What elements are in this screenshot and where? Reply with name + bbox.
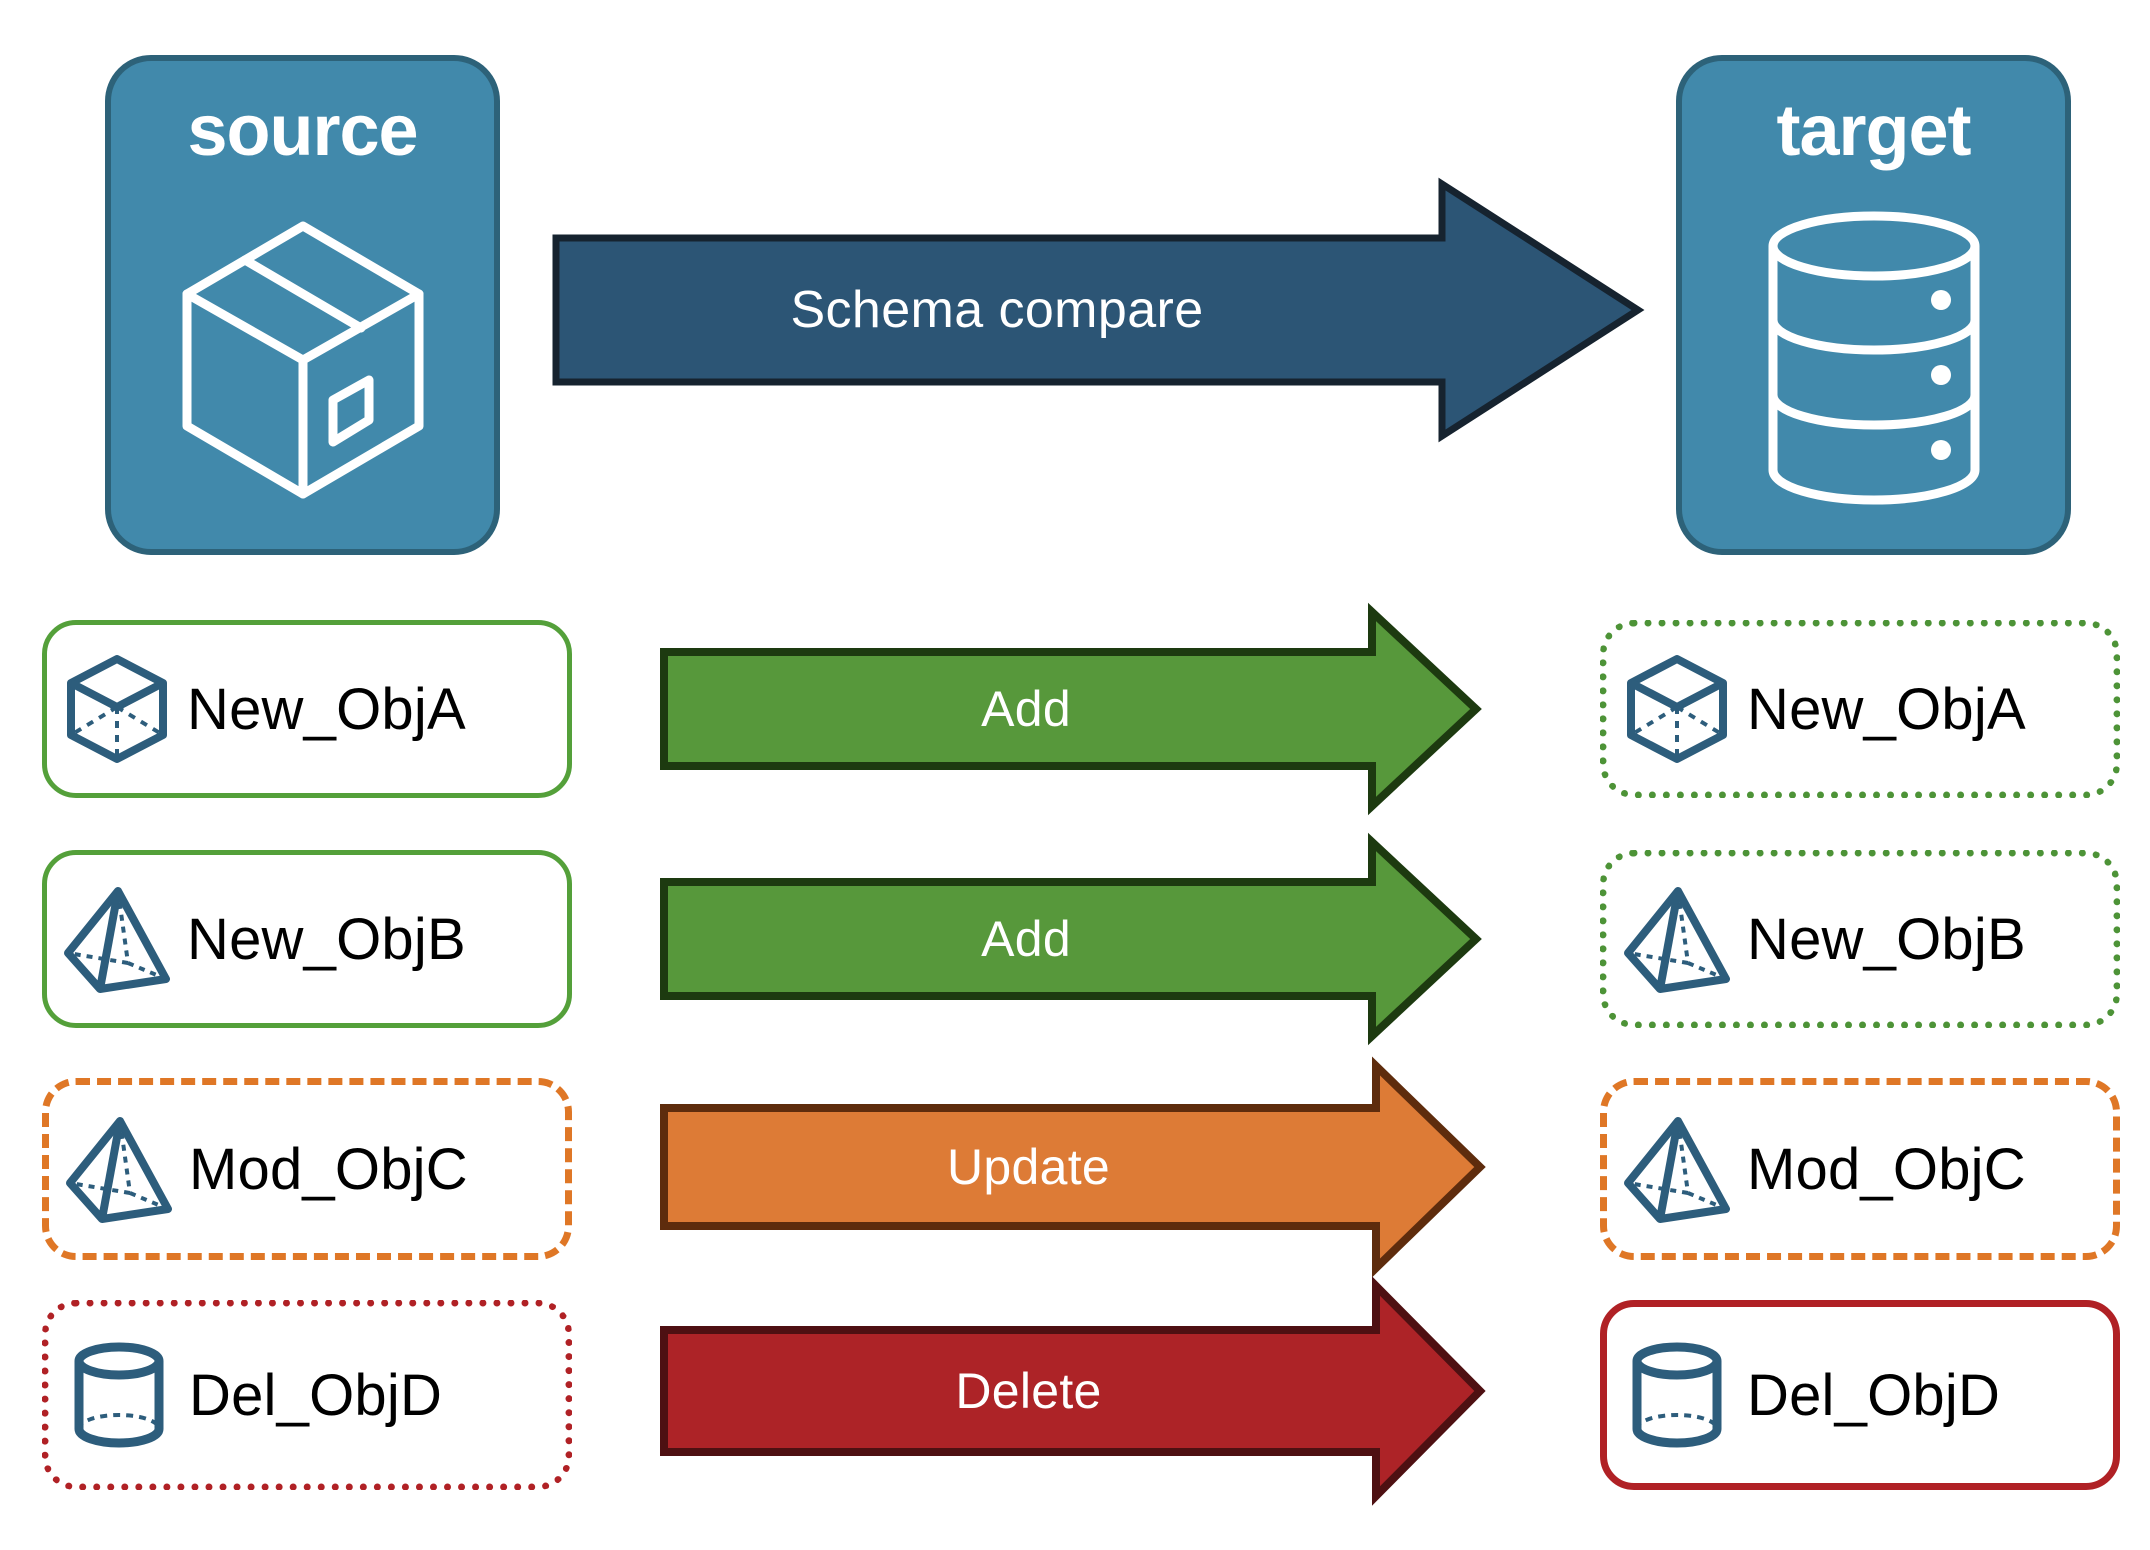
target-object-label: Del_ObjD (1747, 1362, 2001, 1428)
wireframe-cylinder-icon (49, 1339, 189, 1451)
add-arrow: Add (660, 832, 1482, 1046)
source-object-label: New_ObjB (187, 906, 466, 972)
update-arrow: Update (660, 1056, 1486, 1278)
source-object-card[interactable]: Del_ObjD (42, 1300, 572, 1490)
source-object-label: New_ObjA (187, 676, 466, 742)
target-object-card[interactable]: Del_ObjD (1600, 1300, 2120, 1490)
delete-arrow: Delete (660, 1276, 1486, 1506)
delete-arrow-label: Delete (955, 1363, 1102, 1419)
source-object-card[interactable]: New_ObjA (42, 620, 572, 798)
add-arrow-label: Add (981, 681, 1071, 737)
source-endpoint-card[interactable]: source (105, 55, 500, 555)
wireframe-cube-icon (47, 653, 187, 765)
target-object-card[interactable]: New_ObjB (1600, 850, 2120, 1028)
wireframe-pyramid-icon (49, 1113, 189, 1225)
target-object-card[interactable]: New_ObjA (1600, 620, 2120, 798)
target-object-label: Mod_ObjC (1747, 1136, 2026, 1202)
compare-row: Del_ObjD Delete Del_ObjD (0, 1276, 2150, 1506)
wireframe-pyramid-icon (1607, 883, 1747, 995)
wireframe-pyramid-icon (1607, 1113, 1747, 1225)
target-endpoint-card[interactable]: target (1676, 55, 2071, 555)
add-arrow-label: Add (981, 911, 1071, 967)
package-box-icon (111, 167, 494, 549)
add-arrow: Add (660, 602, 1482, 816)
source-object-card[interactable]: New_ObjB (42, 850, 572, 1028)
target-object-label: New_ObjB (1747, 906, 2026, 972)
target-object-card[interactable]: Mod_ObjC (1600, 1078, 2120, 1260)
wireframe-cylinder-icon (1607, 1339, 1747, 1451)
source-object-card[interactable]: Mod_ObjC (42, 1078, 572, 1260)
wireframe-pyramid-icon (47, 883, 187, 995)
compare-row: New_ObjA Add New_ObjA (0, 602, 2150, 816)
wireframe-cube-icon (1607, 653, 1747, 765)
update-arrow-label: Update (946, 1139, 1111, 1195)
target-endpoint-label: target (1776, 91, 1971, 171)
database-cylinder-icon (1682, 167, 2065, 549)
compare-row: Mod_ObjC Update Mod_ObjC (0, 1056, 2150, 1278)
schema-compare-arrow-label: Schema compare (790, 281, 1204, 339)
source-object-label: Del_ObjD (189, 1362, 443, 1428)
target-object-label: New_ObjA (1747, 676, 2026, 742)
schema-compare-arrow: Schema compare (552, 177, 1645, 443)
compare-row: New_ObjB Add New_ObjB (0, 832, 2150, 1046)
source-endpoint-label: source (187, 91, 418, 171)
source-object-label: Mod_ObjC (189, 1136, 468, 1202)
